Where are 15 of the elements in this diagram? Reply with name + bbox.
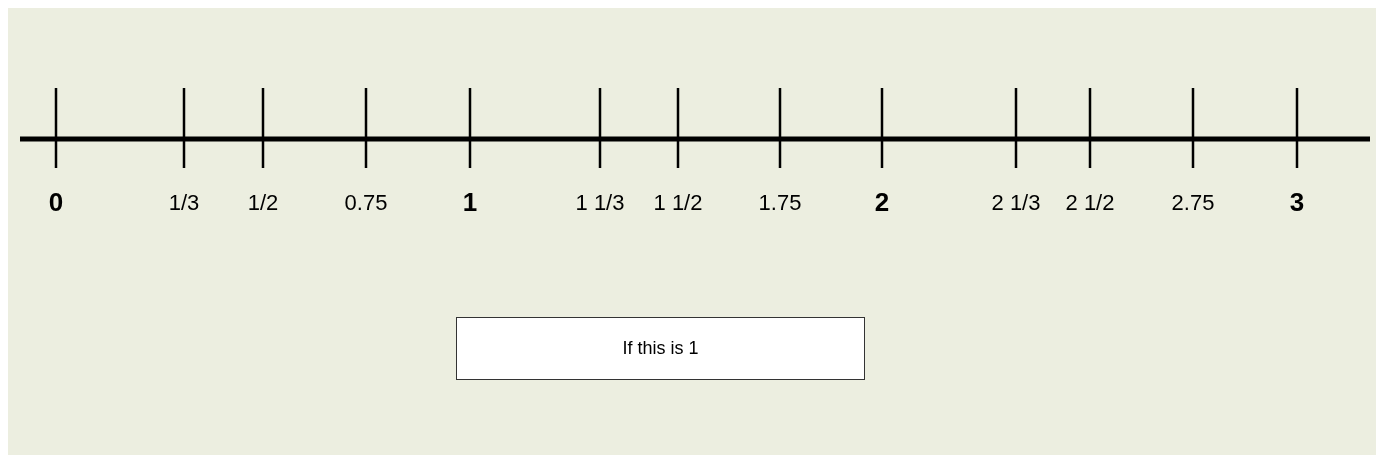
tick-label: 1.75 <box>758 190 802 216</box>
tick-label: 3 <box>1289 187 1305 218</box>
tick-label: 2.75 <box>1171 190 1215 216</box>
tick-label: 0.75 <box>344 190 388 216</box>
tick-label: 2 1/2 <box>1065 190 1115 216</box>
tick-label: 0 <box>48 187 64 218</box>
tick-label: 1 <box>462 187 478 218</box>
tick-label: 2 <box>874 187 890 218</box>
tick-label: 1/2 <box>247 190 279 216</box>
tick-label: 1 1/2 <box>653 190 703 216</box>
tick-label: 2 1/3 <box>991 190 1041 216</box>
box-text: If this is 1 <box>622 338 699 359</box>
tick-label: 1/3 <box>168 190 200 216</box>
text-box <box>456 317 865 380</box>
tick-label: 1 1/3 <box>575 190 625 216</box>
